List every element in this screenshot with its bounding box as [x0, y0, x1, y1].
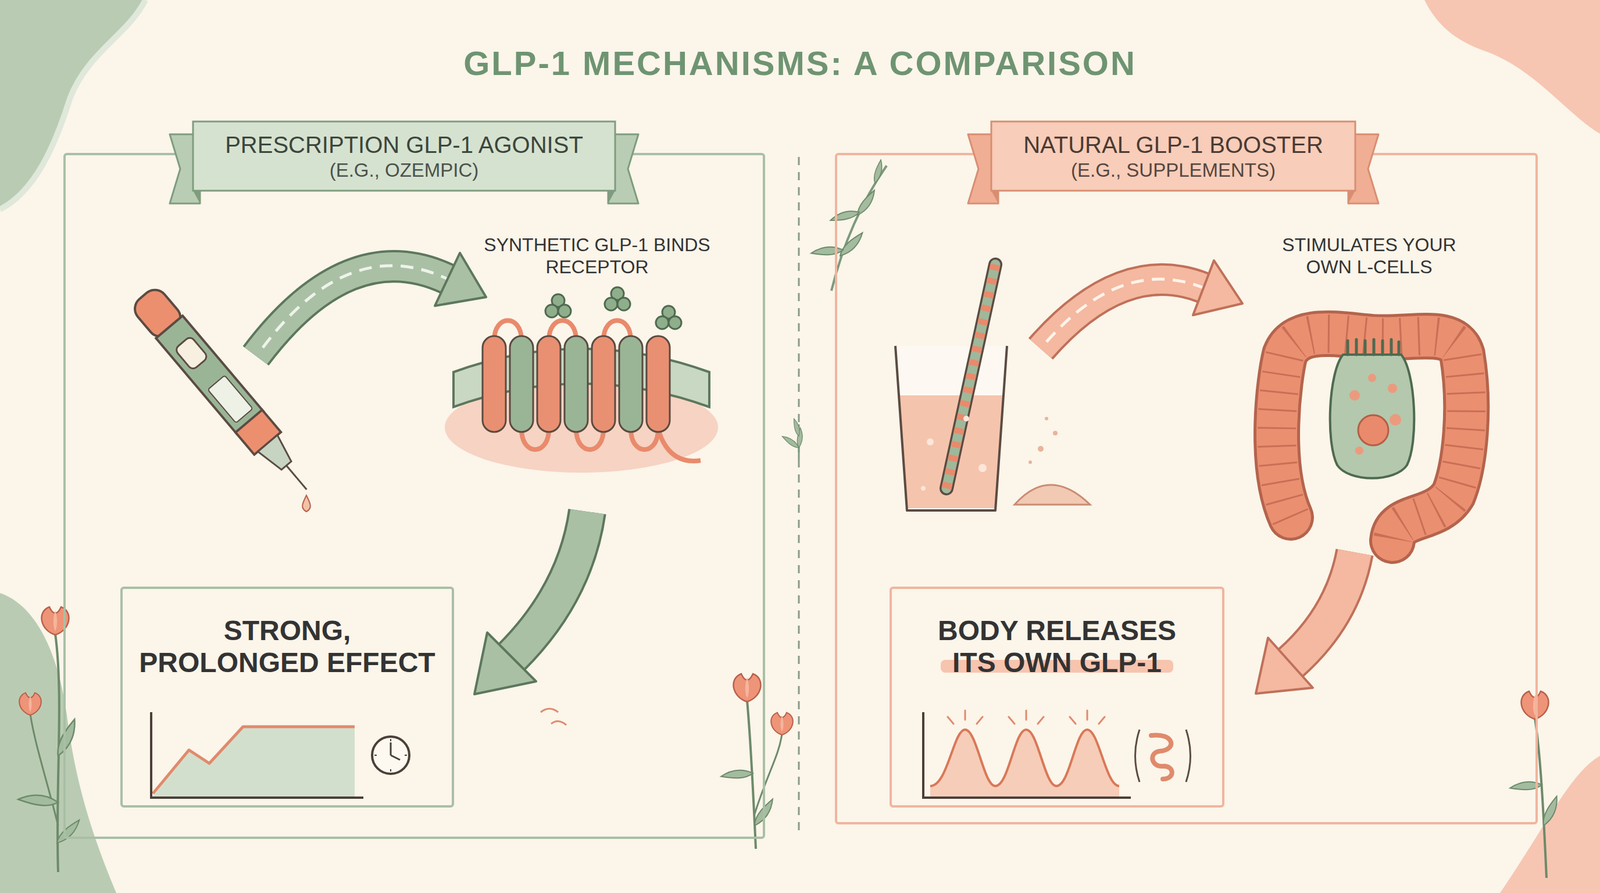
step-label: STIMULATES YOUR OWN L-CELLS	[1258, 233, 1480, 279]
step-label: SYNTHETIC GLP-1 BINDS RECEPTOR	[480, 233, 714, 279]
ribbon-fold	[608, 190, 616, 204]
ribbon-fold	[193, 190, 200, 204]
leaf-sprig	[811, 159, 889, 291]
panel-subheading: (E.G., SUPPLEMENTS)	[1070, 158, 1276, 182]
ribbon-fold	[991, 190, 999, 204]
supplement-drink	[895, 264, 1091, 511]
flow-arrow	[255, 252, 487, 356]
result-box: BODY RELEASES ITS OWN GLP-1	[889, 586, 1225, 808]
result-text: BODY RELEASES ITS OWN GLP-1	[926, 614, 1188, 679]
flow-arrow	[474, 511, 588, 725]
flow-arrow	[1255, 552, 1355, 694]
ribbon-body	[991, 121, 1356, 191]
panel-heading: PRESCRIPTION GLP-1 AGONIST	[225, 130, 584, 159]
ribbon-fold	[1348, 190, 1356, 204]
panel-banner: PRESCRIPTION GLP-1 AGONIST(E.G., OZEMPIC…	[193, 120, 616, 192]
panel: PRESCRIPTION GLP-1 AGONIST(E.G., OZEMPIC…	[63, 152, 766, 839]
result-text: STRONG, PROLONGED EFFECT	[135, 614, 439, 679]
effect-chart	[151, 712, 410, 798]
panel-subheading: (E.G., OZEMPIC)	[329, 158, 480, 182]
result-box: STRONG, PROLONGED EFFECT	[120, 586, 455, 808]
diagram-title: GLP-1 MECHANISMS: A COMPARISON	[0, 43, 1600, 84]
release-chart	[923, 710, 1191, 798]
drop	[302, 495, 311, 512]
panel-heading: NATURAL GLP-1 BOOSTER	[1023, 130, 1324, 159]
panel-banner: NATURAL GLP-1 BOOSTER(E.G., SUPPLEMENTS)	[991, 120, 1356, 192]
ribbon-body	[193, 121, 616, 191]
divider	[782, 156, 809, 838]
flow-arrow	[1040, 260, 1243, 349]
intestine	[1276, 333, 1467, 541]
receptor	[444, 287, 719, 473]
